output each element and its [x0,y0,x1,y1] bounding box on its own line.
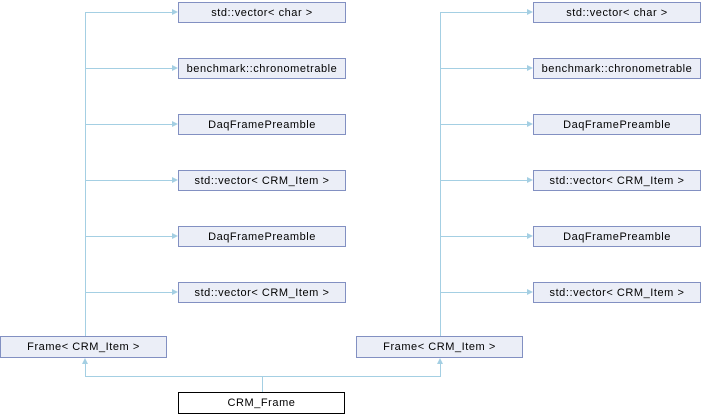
edge-left-branch-4 [85,180,172,181]
node-std-vector-crm-item-1-right[interactable]: std::vector< CRM_Item > [533,170,701,191]
edge-left-branch-1 [85,12,172,13]
edge-right-branch-6 [440,292,527,293]
edge-root-to-right-parent [440,364,441,376]
edge-root-to-left-parent [85,364,86,376]
edge-left-trunk [85,12,86,336]
node-frame-crm-item-left[interactable]: Frame< CRM_Item > [0,336,167,358]
edge-left-branch-3 [85,124,172,125]
node-benchmark-chronometrable-left[interactable]: benchmark::chronometrable [178,58,346,79]
arrowhead-up-right-icon [437,358,443,364]
edge-root-bus [85,376,441,377]
edge-right-branch-5 [440,236,527,237]
arrowhead-right-5-icon [527,233,533,239]
arrowhead-left-4-icon [172,177,178,183]
node-daqframepreamble-1-right[interactable]: DaqFramePreamble [533,114,701,135]
node-std-vector-crm-item-2-right[interactable]: std::vector< CRM_Item > [533,282,701,303]
node-std-vector-crm-item-1-left[interactable]: std::vector< CRM_Item > [178,170,346,191]
edge-left-branch-5 [85,236,172,237]
edge-left-branch-6 [85,292,172,293]
edge-root-stem [262,376,263,392]
arrowhead-right-2-icon [527,65,533,71]
edge-right-branch-2 [440,68,527,69]
arrowhead-right-1-icon [527,9,533,15]
arrowhead-left-3-icon [172,121,178,127]
node-daqframepreamble-2-left[interactable]: DaqFramePreamble [178,226,346,247]
edge-right-trunk [440,12,441,336]
edge-right-branch-3 [440,124,527,125]
node-std-vector-crm-item-2-left[interactable]: std::vector< CRM_Item > [178,282,346,303]
node-crm-frame: CRM_Frame [178,392,345,414]
node-benchmark-chronometrable-right[interactable]: benchmark::chronometrable [533,58,701,79]
arrowhead-left-5-icon [172,233,178,239]
node-std-vector-char-right[interactable]: std::vector< char > [533,2,701,23]
arrowhead-right-6-icon [527,289,533,295]
arrowhead-right-3-icon [527,121,533,127]
node-frame-crm-item-right[interactable]: Frame< CRM_Item > [356,336,523,358]
arrowhead-right-4-icon [527,177,533,183]
node-std-vector-char-left[interactable]: std::vector< char > [178,2,346,23]
node-daqframepreamble-2-right[interactable]: DaqFramePreamble [533,226,701,247]
arrowhead-up-left-icon [82,358,88,364]
arrowhead-left-2-icon [172,65,178,71]
node-daqframepreamble-1-left[interactable]: DaqFramePreamble [178,114,346,135]
edge-right-branch-4 [440,180,527,181]
arrowhead-left-1-icon [172,9,178,15]
edge-right-branch-1 [440,12,527,13]
edge-left-branch-2 [85,68,172,69]
arrowhead-left-6-icon [172,289,178,295]
